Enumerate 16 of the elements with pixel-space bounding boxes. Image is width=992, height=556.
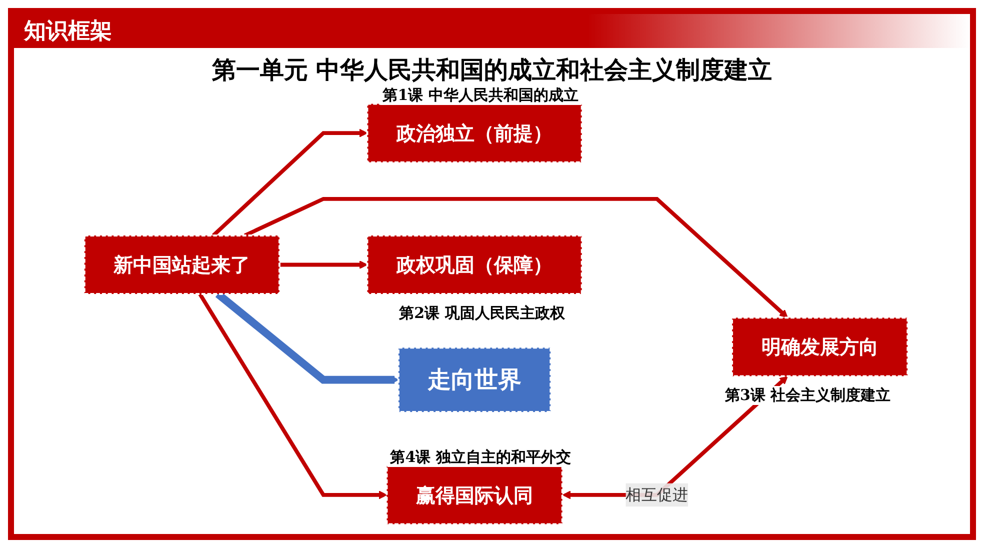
lesson-caption: 第2课 巩固人民民主政权 bbox=[396, 304, 568, 323]
node-box: 新中国站起来了 bbox=[83, 234, 280, 295]
arrow bbox=[244, 196, 788, 318]
arrow bbox=[212, 128, 368, 237]
node-box: 走向世界 bbox=[397, 346, 552, 413]
arrow bbox=[198, 292, 388, 500]
node-box: 赢得国际认同 bbox=[386, 464, 564, 526]
lesson-caption: 第4课 独立自主的和平外交 bbox=[387, 448, 574, 467]
edge-label: 相互促进 bbox=[626, 485, 688, 504]
lesson-caption: 第1课 中华人民共和国的成立 bbox=[380, 86, 582, 105]
node-box: 政治独立（前提） bbox=[366, 102, 583, 164]
diagram-title: 第一单元 中华人民共和国的成立和社会主义制度建立 bbox=[212, 54, 772, 86]
header-label: 知识框架 bbox=[24, 19, 112, 44]
arrow bbox=[279, 260, 368, 270]
node-box: 政权巩固（保障） bbox=[366, 234, 583, 295]
node-box: 明确发展方向 bbox=[731, 316, 909, 378]
